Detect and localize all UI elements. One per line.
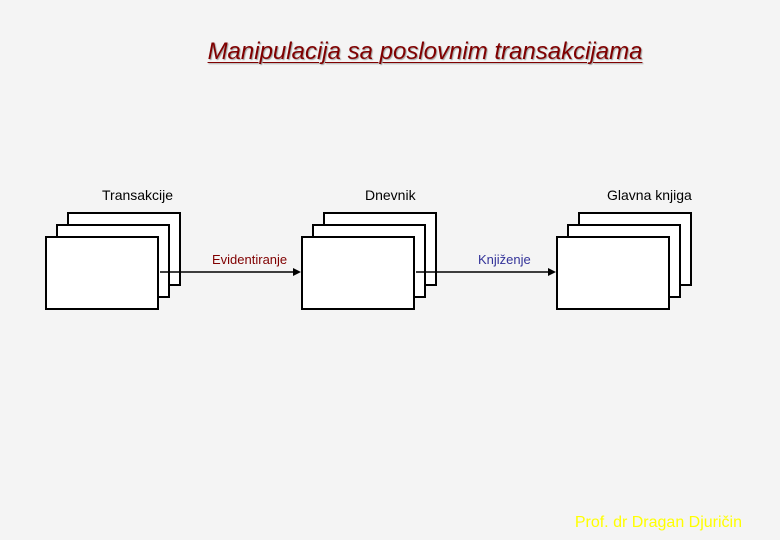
document-card: [45, 236, 159, 310]
author-credit: Prof. dr Dragan Djuričin: [574, 514, 742, 531]
page-title: Manipulacija sa poslovnim transakcijama: [207, 38, 643, 65]
edge-label-evidentiranje: Evidentiranje: [212, 252, 288, 267]
document-card: [301, 236, 415, 310]
node-label-glavna-knjiga: Glavna knjiga: [607, 187, 692, 203]
evidentiranje-arrowhead: [293, 268, 301, 276]
dnevnik-stack: [301, 212, 461, 322]
node-label-dnevnik: Dnevnik: [365, 187, 416, 203]
edge-label-knjizenje: Knjiženje: [478, 252, 531, 267]
glavna-knjiga-stack: [556, 212, 716, 322]
knjizenje-arrowhead: [548, 268, 556, 276]
document-card: [556, 236, 670, 310]
transakcije-stack: [45, 212, 205, 322]
node-label-transakcije: Transakcije: [102, 187, 174, 203]
